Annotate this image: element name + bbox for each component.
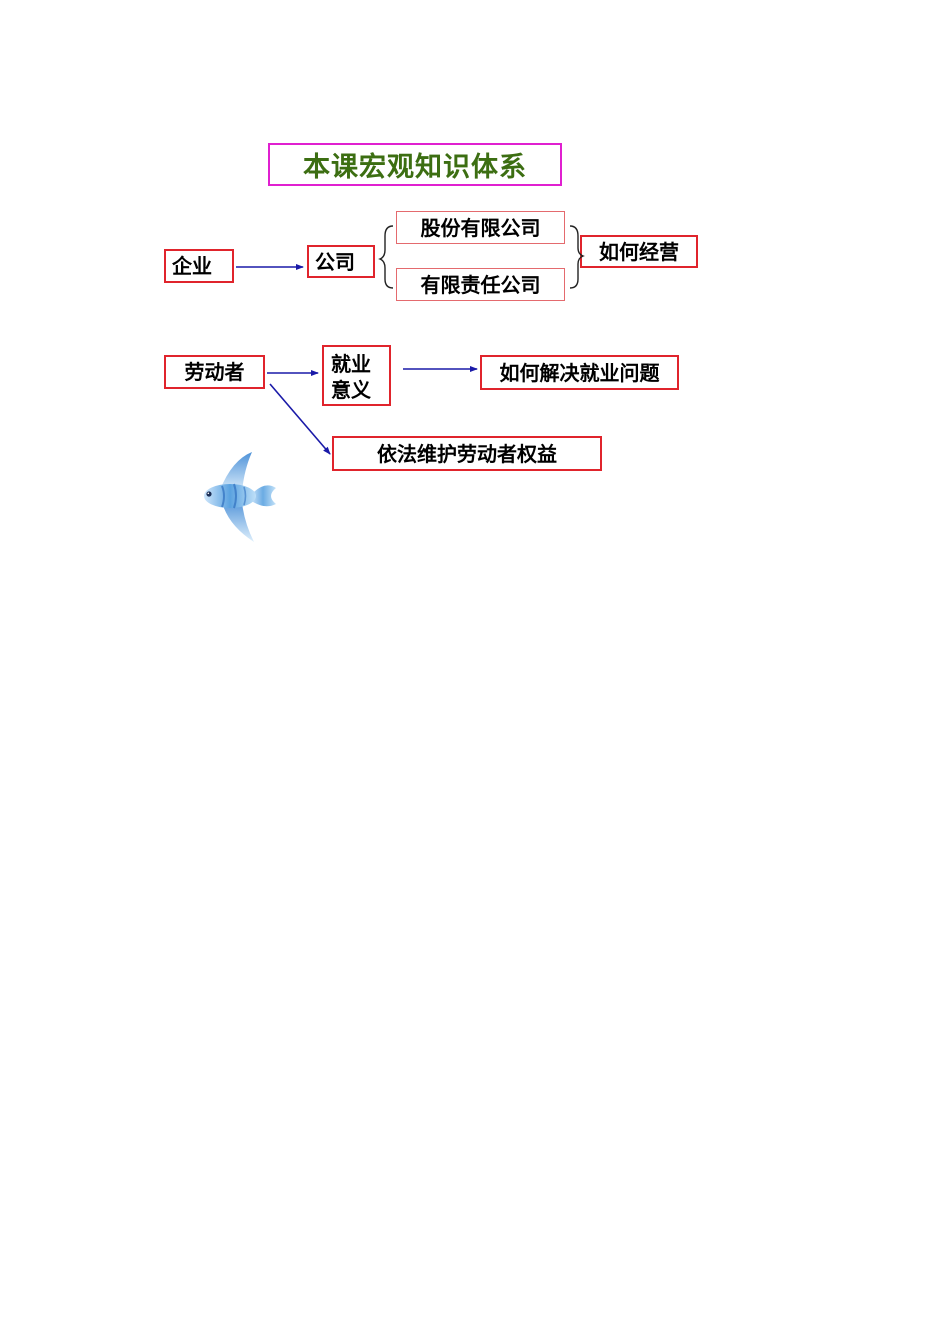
node-laborer: 劳动者 — [164, 355, 265, 389]
node-how-to-operate: 如何经营 — [580, 235, 698, 268]
arrow-laborer-to-protect-rights — [269, 383, 331, 455]
node-protect-rights: 依法维护劳动者权益 — [332, 436, 602, 471]
node-laborer-label: 劳动者 — [184, 360, 245, 384]
title-box: 本课宏观知识体系 — [268, 143, 562, 186]
node-protect-rights-label: 依法维护劳动者权益 — [377, 441, 557, 466]
node-limited-liability-company: 有限责任公司 — [396, 268, 565, 301]
fish-icon — [204, 452, 276, 542]
node-company-label: 公司 — [315, 249, 355, 274]
brace-company-types — [378, 225, 394, 289]
node-company: 公司 — [307, 245, 375, 278]
node-enterprise: 企业 — [164, 249, 234, 283]
node-employment-meaning: 就业 意义 — [322, 345, 391, 406]
diagram-title: 本课宏观知识体系 — [303, 152, 527, 183]
node-employment-meaning-line2: 意义 — [331, 378, 371, 402]
node-joint-stock-company: 股份有限公司 — [396, 211, 565, 244]
node-joint-stock-company-label: 股份有限公司 — [420, 215, 541, 240]
node-employment-meaning-line1: 就业 — [331, 352, 371, 376]
node-limited-liability-company-label: 有限责任公司 — [420, 272, 541, 297]
node-solve-employment-label: 如何解决就业问题 — [499, 360, 660, 385]
node-how-to-operate-label: 如何经营 — [599, 239, 679, 264]
node-solve-employment: 如何解决就业问题 — [480, 355, 679, 390]
node-enterprise-label: 企业 — [172, 254, 212, 278]
